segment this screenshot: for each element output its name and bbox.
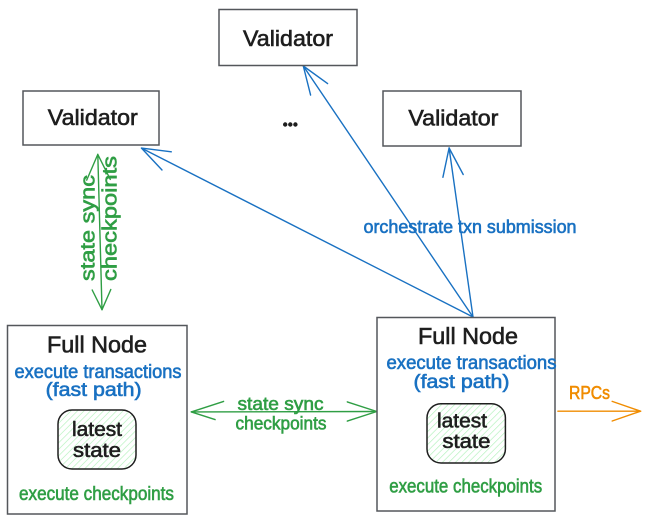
- svg-text:Validator: Validator: [243, 26, 333, 51]
- svg-text:execute checkpoints: execute checkpoints: [19, 484, 174, 505]
- svg-text:checkpoints: checkpoints: [99, 156, 121, 281]
- svg-text:(fast path): (fast path): [46, 380, 142, 401]
- svg-text:RPCs: RPCs: [569, 382, 610, 403]
- svg-text:execute transactions: execute transactions: [387, 353, 557, 374]
- svg-text:state sync: state sync: [78, 175, 100, 281]
- svg-text:latest: latest: [72, 419, 122, 441]
- svg-text:latest: latest: [437, 410, 487, 432]
- svg-text:Validator: Validator: [48, 105, 138, 130]
- svg-text:checkpoints: checkpoints: [236, 413, 327, 433]
- svg-text:(fast path): (fast path): [414, 372, 510, 393]
- svg-text:state: state: [73, 440, 121, 462]
- svg-text:execute transactions: execute transactions: [15, 362, 182, 383]
- svg-text:orchestrate txn submission: orchestrate txn submission: [364, 217, 577, 237]
- svg-text:execute checkpoints: execute checkpoints: [389, 476, 542, 497]
- svg-text:Validator: Validator: [408, 105, 498, 130]
- svg-text:state sync: state sync: [238, 394, 324, 414]
- svg-text:Full Node: Full Node: [47, 332, 147, 358]
- svg-text:state: state: [442, 431, 490, 453]
- svg-text:Full Node: Full Node: [418, 323, 518, 349]
